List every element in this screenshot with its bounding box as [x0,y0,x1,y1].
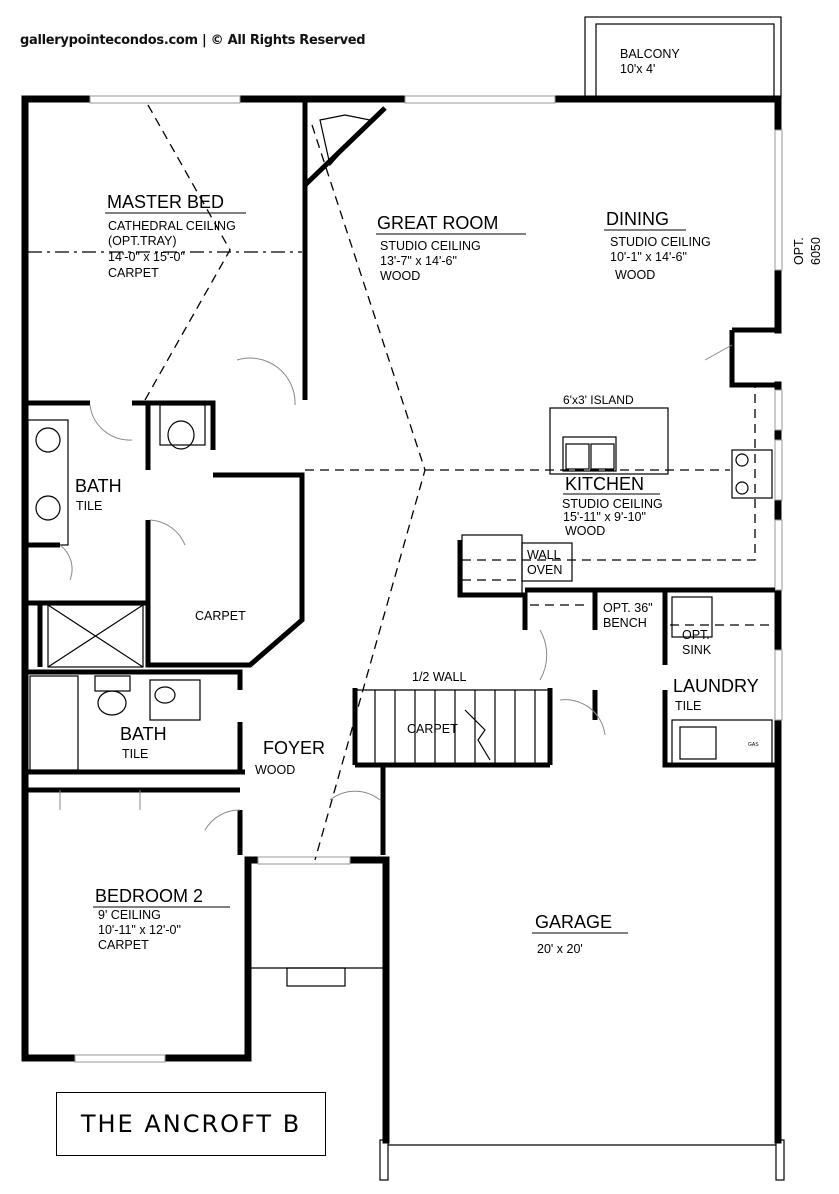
balcony-size: 10'x 4' [620,62,655,76]
laundry-floor: TILE [675,699,701,713]
exterior-walls [21,95,785,1181]
bench-label-2: BENCH [603,616,647,630]
great-room-label: GREAT ROOM [377,213,498,233]
bath2-label: BATH [120,724,167,744]
garage-size: 20' x 20' [537,942,583,956]
master-bed-floor: CARPET [108,266,159,280]
plan-title: THE ANCROFT B [56,1092,326,1156]
dining-label: DINING [606,209,669,229]
great-room-floor: WOOD [380,269,420,283]
balcony: BALCONY 10'x 4' [584,16,782,98]
master-bath-floor: TILE [76,499,102,513]
bedroom2-size: 10'-11" x 12'-0" [98,923,181,937]
interior-walls [28,101,778,855]
dining-floor: WOOD [615,268,655,282]
bench-label: OPT. 36" [603,601,653,615]
master-bed-ceiling: CATHEDRAL CEILING [108,219,236,233]
kitchen-size: 15'-11" x 9'-10" [563,510,646,524]
foyer-floor: WOOD [255,763,295,777]
room-labels: MASTER BED CATHEDRAL CEILING (OPT.TRAY) … [75,192,823,956]
opt-window-label: OPT. [792,237,806,265]
kitchen-ceiling: STUDIO CEILING [562,497,663,511]
gas-label: GAS [748,742,759,748]
kitchen-floor: WOOD [565,524,605,538]
master-bed-ceiling-opt: (OPT.TRAY) [108,234,177,248]
island-label: 6'x3' ISLAND [563,393,634,407]
opt-sink-label-2: SINK [682,643,712,657]
ceiling-lines [28,104,775,861]
wall-oven-label-2: OVEN [527,563,562,577]
master-bath-label: BATH [75,476,122,496]
bath2-floor: TILE [122,747,148,761]
dining-size: 10'-1" x 14'-6" [610,250,687,264]
bedroom2-label: BEDROOM 2 [95,886,203,906]
opt-window-size: 6050 [809,237,823,265]
opt-sink-label: OPT. [682,628,710,642]
copyright-notice: gallerypointecondos.com | © All Rights R… [20,33,366,48]
bedroom2-ceiling: 9' CEILING [98,908,161,922]
great-room-size: 13'-7" x 14'-6" [380,254,457,268]
master-bed-size: 14'-0" x 15'-0" [108,250,185,264]
bedroom2-floor: CARPET [98,938,149,952]
stairs-floor: CARPET [407,722,458,736]
laundry-label: LAUNDRY [673,676,759,696]
master-bed-label: MASTER BED [107,192,224,212]
closet-floor: CARPET [195,609,246,623]
porch [250,967,383,987]
wall-oven-label: WALL [527,548,561,562]
great-room-ceiling: STUDIO CEILING [380,239,481,253]
kitchen-label: KITCHEN [565,474,644,494]
balcony-label: BALCONY [620,47,680,61]
garage-label: GARAGE [535,912,612,932]
foyer-label: FOYER [263,738,325,758]
fixtures [27,114,773,831]
half-wall-label: 1/2 WALL [412,670,466,684]
dining-ceiling: STUDIO CEILING [610,235,711,249]
